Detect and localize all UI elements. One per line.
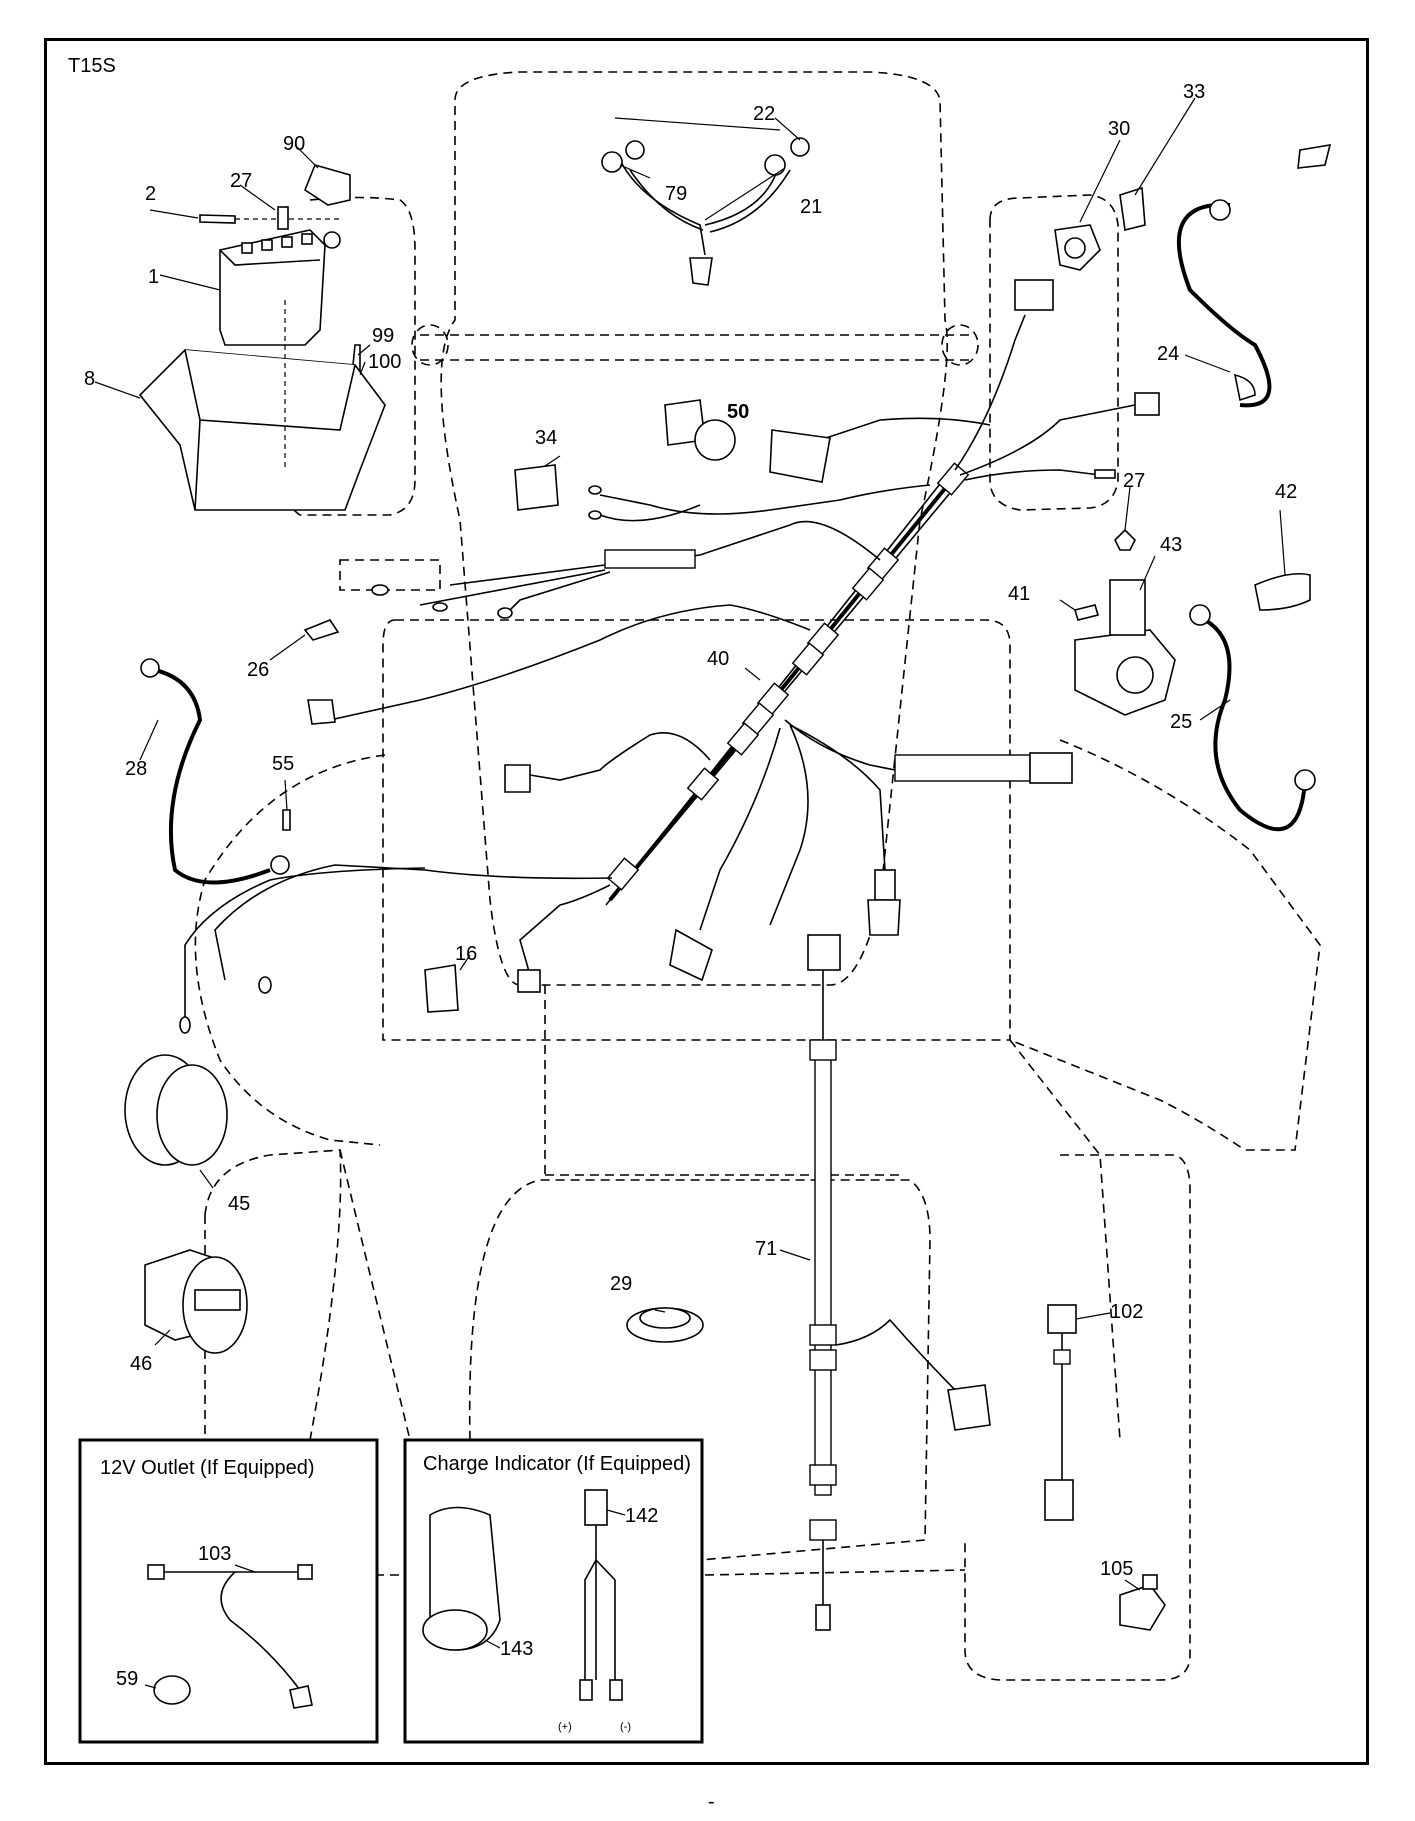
callout-27-solenoid: 27	[1123, 470, 1145, 492]
polarity-plus: (+)	[558, 1721, 572, 1733]
callout-45: 45	[228, 1193, 250, 1215]
callout-71: 71	[755, 1238, 777, 1260]
model-title: T15S	[68, 55, 116, 77]
callout-24: 24	[1157, 343, 1179, 365]
charge-indicator-parts	[422, 1489, 623, 1701]
rear-harness	[807, 934, 1166, 1631]
starter-solenoid-area	[1054, 144, 1332, 832]
callout-16: 16	[455, 943, 477, 965]
callout-59: 59	[116, 1668, 138, 1690]
callout-142: 142	[625, 1505, 658, 1527]
callout-105: 105	[1100, 1558, 1133, 1580]
callout-79: 79	[665, 183, 687, 205]
callout-143: 143	[500, 1638, 533, 1660]
callout-25: 25	[1170, 711, 1192, 733]
outlet-inset-title: 12V Outlet (If Equipped)	[100, 1457, 315, 1479]
callout-33: 33	[1183, 81, 1205, 103]
charge-inset-title: Charge Indicator (If Equipped)	[423, 1453, 691, 1475]
callout-numbers: 2 1 8 27 90 99 100 22 79 21 30 33 24 50 …	[84, 81, 1297, 1690]
callout-99: 99	[372, 325, 394, 347]
outlet-harness	[147, 1564, 313, 1709]
callout-29: 29	[610, 1273, 632, 1295]
callout-22: 22	[753, 103, 775, 125]
callout-27-battery: 27	[230, 170, 252, 192]
callout-34: 34	[535, 427, 557, 449]
headlight-harness	[601, 137, 810, 286]
callout-8: 8	[84, 368, 95, 390]
callout-1: 1	[148, 266, 159, 288]
callout-50: 50	[727, 401, 749, 423]
polarity-minus: (-)	[620, 1721, 631, 1733]
diagram-frame	[44, 38, 1369, 1765]
callout-103: 103	[198, 1543, 231, 1565]
misc-parts	[124, 399, 736, 1354]
callout-30: 30	[1108, 118, 1130, 140]
callout-28: 28	[125, 758, 147, 780]
battery-assembly	[138, 164, 386, 511]
callout-2: 2	[145, 183, 156, 205]
callout-43: 43	[1160, 534, 1182, 556]
callout-90: 90	[283, 133, 305, 155]
outlet-inset-box	[78, 1438, 379, 1744]
main-harness	[179, 279, 1160, 1034]
callout-leaders	[94, 97, 1286, 1689]
callout-41: 41	[1008, 583, 1030, 605]
callout-40: 40	[707, 648, 729, 670]
footer-mark: -	[708, 1791, 715, 1813]
callout-46: 46	[130, 1353, 152, 1375]
callout-55: 55	[272, 753, 294, 775]
callout-26: 26	[247, 659, 269, 681]
callout-100: 100	[368, 351, 401, 373]
callout-102: 102	[1110, 1301, 1143, 1323]
callout-21: 21	[800, 196, 822, 218]
callout-42: 42	[1275, 481, 1297, 503]
